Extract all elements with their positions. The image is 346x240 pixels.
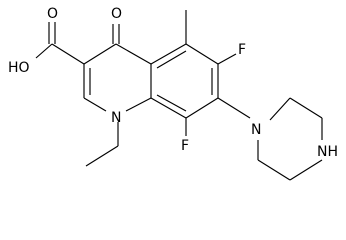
bond-c2-n1: [83, 97, 107, 112]
bond-pip-nh-c5: [289, 159, 323, 181]
bond-c8-c8a-double: [156, 94, 187, 112]
fluorine-top-label: F: [238, 42, 246, 58]
piperazine-n-label: N: [251, 122, 261, 138]
piperazine-nh-label: NH: [317, 144, 338, 160]
bond-ch2-ch3: [85, 145, 119, 167]
bond-c6-f: [217, 53, 237, 65]
bond-c7-n: [217, 97, 251, 119]
bond-c5-c6: [185, 43, 219, 65]
bond-c3-cooh: [51, 43, 85, 65]
bond-c4-c3: [83, 43, 117, 65]
atom-labels: O O HO F N F N NH: [8, 6, 338, 160]
bond-pip-c2-c3: [289, 97, 323, 119]
structural-formula: O O HO F N F N NH: [8, 6, 338, 181]
hydroxyl-label: HO: [8, 60, 30, 76]
bond-cooh-oh: [35, 43, 53, 59]
bond-pip-c5-c6: [257, 159, 291, 181]
bond-c8-c8a: [150, 97, 187, 119]
bond-lines: [35, 10, 323, 181]
bond-n1-c8a: [125, 97, 152, 112]
bond-c4-c4a: [115, 43, 152, 65]
fluorine-bottom-label: F: [181, 138, 189, 154]
bond-c7-c8: [185, 97, 219, 119]
bond-c4a-c5-double: [156, 50, 187, 69]
bond-c4a-c5: [150, 43, 187, 65]
ring-nitrogen-label: N: [111, 110, 121, 126]
carboxyl-oxygen-label: O: [47, 6, 58, 22]
bond-pip-n1-c2: [269, 97, 291, 121]
carbonyl-oxygen-label: O: [111, 6, 122, 22]
